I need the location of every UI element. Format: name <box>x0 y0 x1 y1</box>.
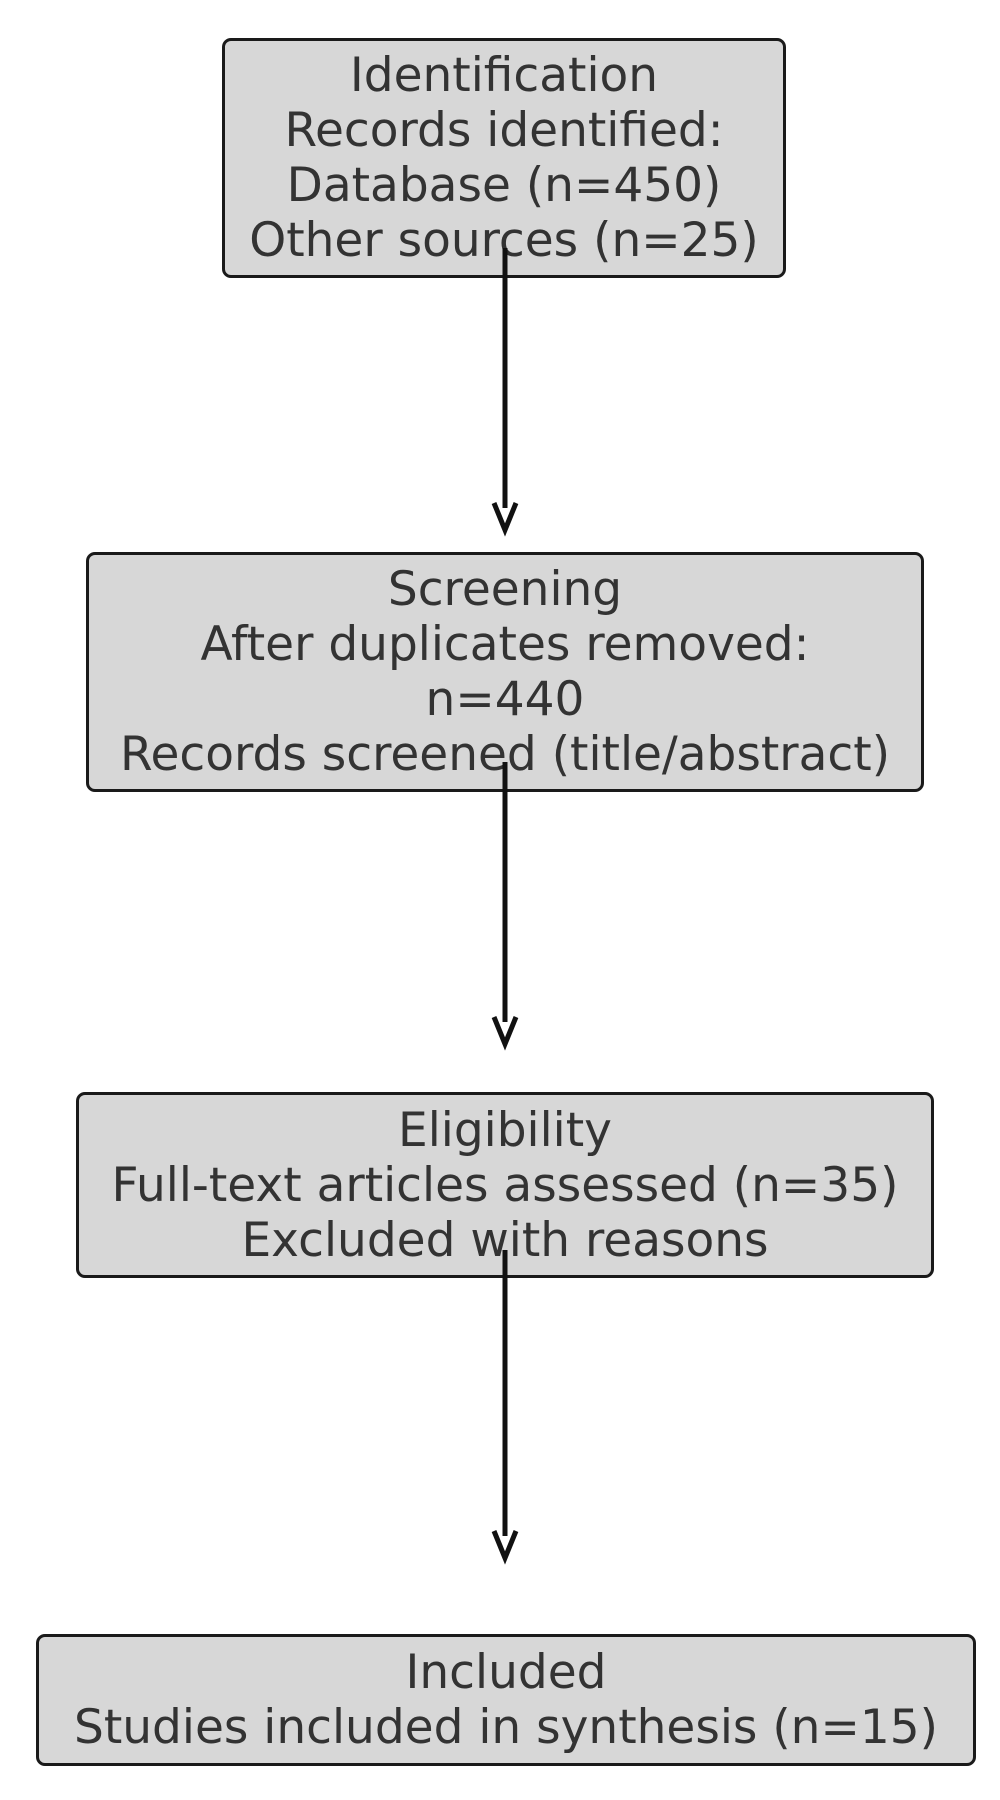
identification-box: Identification Records identified: Datab… <box>222 38 786 278</box>
eligibility-box: Eligibility Full-text articles assessed … <box>76 1092 934 1278</box>
arrow-head <box>491 502 519 537</box>
screening-title: Screening <box>387 562 623 617</box>
identification-line-other-sources: Other sources (n=25) <box>249 213 759 268</box>
eligibility-line-assessed: Full-text articles assessed (n=35) <box>111 1157 899 1213</box>
arrow-head <box>491 1530 519 1565</box>
screening-box: Screening After duplicates removed: n=44… <box>86 552 924 792</box>
included-box: Included Studies included in synthesis (… <box>36 1634 976 1766</box>
eligibility-title: Eligibility <box>398 1102 612 1158</box>
screening-line-records-screened: Records screened (title/abstract) <box>119 727 891 782</box>
arrow-eligibility-to-included <box>491 1250 519 1565</box>
screening-line-count: n=440 <box>425 672 585 727</box>
identification-title: Identification <box>349 48 659 103</box>
identification-line-records: Records identified: <box>284 103 724 158</box>
arrow-head <box>491 1016 519 1051</box>
included-title: Included <box>405 1645 607 1700</box>
screening-line-duplicates: After duplicates removed: <box>200 617 810 672</box>
arrow-screening-to-eligibility <box>491 762 519 1051</box>
eligibility-line-excluded: Excluded with reasons <box>241 1212 769 1268</box>
included-line-studies: Studies included in synthesis (n=15) <box>74 1700 938 1755</box>
identification-line-database: Database (n=450) <box>286 158 722 213</box>
arrow-identification-to-screening <box>491 248 519 537</box>
